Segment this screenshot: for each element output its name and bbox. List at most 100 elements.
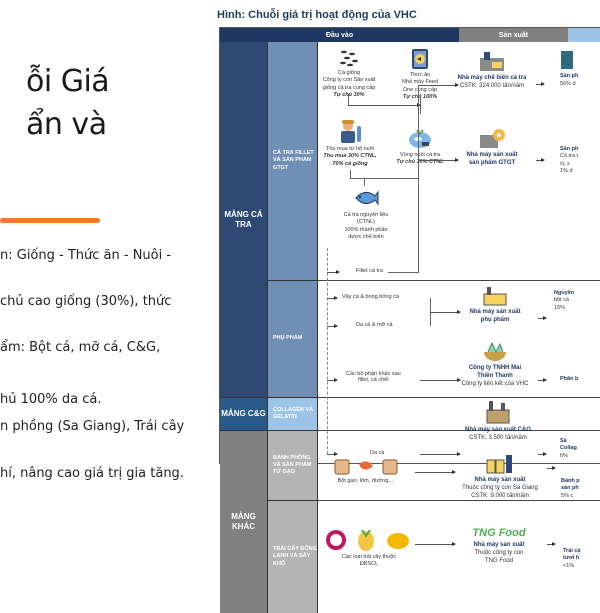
bullet-6: hí, nâng cao giá trị gia tăng. (0, 466, 184, 481)
connector-arrow (327, 452, 338, 456)
subsegment-collagen: COLLAGEN VÀ GELATIN (268, 397, 318, 430)
product-pack-icon (561, 51, 573, 69)
connector (348, 94, 349, 105)
thu-mua-title: Thu mua từ hộ nuôi (325, 146, 374, 152)
connector-arrow (420, 378, 461, 382)
header-input: Đầu vào (220, 28, 459, 42)
mai-thien-thanh-sub: Công ty liên kết của VHC (461, 381, 529, 388)
ca-giong-line1: Công ty con Sản xuất (322, 77, 376, 84)
ca-giong-title: Cá giống (337, 70, 361, 76)
sa-giang-name: Nhà máy sản xuất (474, 477, 526, 483)
compost-icon (484, 341, 506, 361)
input-ca-giong: Cá giống Công ty con Sản xuất giống cá t… (320, 48, 378, 100)
phu-pham-name-2: phụ phẩm (480, 317, 510, 324)
factory-sa-giang: Nhà máy sản xuất Thuộc công ty con Sa Gi… (455, 454, 545, 500)
connector-arrow (415, 542, 456, 546)
connector-arrow (536, 82, 545, 86)
segment-cg: MẢNG C&G (220, 397, 268, 430)
bullet-4: hủ 100% da cá. (0, 392, 102, 407)
output-banh-phong: Bánh p sản ph 5% c (561, 478, 580, 500)
output-phan-bon: Phân b (560, 376, 578, 383)
slide-text-panel: ỗi Giá ẩn và n: Giống - Thức ăn - Nuôi -… (0, 0, 215, 600)
subsegment-fillet: CÁ TRA FILLET VÀ SẢN PHẨM GTGT (268, 42, 318, 280)
mai-thien-thanh-name-2: Thiên Thanh (477, 373, 513, 380)
che-bien-name: Nhà máy chế biến cá tra (457, 75, 527, 81)
output-collagen: Sả Collag 6% (560, 438, 577, 460)
connector (388, 272, 418, 273)
bullet-3: ẩm: Bột cá, mỡ cá, C&G, (0, 340, 161, 355)
feed-bag-icon (412, 49, 428, 69)
fish-icon (355, 190, 379, 206)
value-chain-table: Đầu vào Sản xuất MẢNG CÁ TRA MẢNG C&G MẢ… (219, 27, 600, 613)
output-banh-line3: 5% c (561, 492, 574, 499)
slide-title-line-1: ỗi Giá (26, 64, 110, 99)
title-accent-bar (0, 218, 100, 223)
row-divider (318, 500, 600, 501)
tng-sub-2: TNG Food (484, 558, 513, 565)
row-divider (318, 430, 600, 431)
connector (350, 178, 418, 179)
output-gtgt-line3: vị, x (560, 160, 570, 167)
connector-arrow (538, 452, 547, 456)
factory-tng: TNG Food Nhà máy sản xuất Thuộc công ty … (459, 526, 539, 565)
trai-cay-line1: Các loại trái cây thuộc (341, 554, 397, 560)
connector-arrow (418, 158, 459, 162)
input-trai-cay: Các loại trái cây thuộc ĐBSCL (319, 526, 419, 569)
bo-phan-line1: Các bộ phận khác sau (346, 371, 401, 377)
bullet-2: chủ cao giống (30%), thức (0, 294, 172, 309)
factory-chimney-icon (486, 401, 510, 424)
gtgt-name-2: sản phẩm GTGT (468, 160, 516, 167)
connector (418, 85, 419, 273)
subsegment-banh-phong: BÁNH PHỒNG VÀ SẢN PHẨM TỪ GẠO (268, 430, 318, 500)
connector-arrow (538, 378, 547, 382)
output-gtgt-line1: Sản ph (560, 146, 579, 152)
factory-icon (486, 455, 512, 474)
factory-icon (483, 287, 507, 306)
output-fillet-line1: Sản ph (560, 73, 579, 80)
factory-gtgt: Nhà máy sản xuất sản phẩm GTGT (456, 125, 528, 167)
segment-catra: MẢNG CÁ TRA (220, 42, 268, 397)
subsegment-phu-pham: PHỤ PHẨM (268, 280, 318, 397)
connector-arrow (538, 316, 547, 320)
tng-food-logo: TNG Food (472, 527, 526, 539)
thu-mua-share-1: Thu mua 30% CTNL, (323, 153, 377, 160)
factory-mai-thien-thanh: Công ty TNHH Mai Thiên Thanh Công ty liê… (456, 340, 534, 388)
thuc-an-title: Thức ăn (409, 72, 431, 78)
tng-name: Nhà máy sản xuất (473, 541, 525, 548)
bullet-5: n phồng (Sa Giang), Trái cây (0, 419, 185, 434)
mai-thien-thanh-name-1: Công ty TNHH Mai (468, 365, 522, 371)
output-fillet-line2: 56% d (560, 80, 576, 87)
lower-rows: Bột gạo, tôm, đường,... Nhà máy sản xuất… (219, 455, 600, 600)
thuc-an-line2: One cung cấp (402, 86, 438, 93)
output-banh-line2: sản ph (561, 485, 579, 492)
bot-gao-label: Bột gạo, tôm, đường,... (337, 478, 395, 484)
che-bien-capacity: CSTK: 324.000 tấn/năm (459, 83, 525, 90)
output-phu-pham: Nguyên bột cá 15% (554, 290, 574, 312)
nguyen-lieu-line3: 100% thành phần (344, 226, 388, 233)
fruits-icon (326, 529, 409, 551)
connector-arrow (327, 378, 338, 382)
output-trai-cay-line2: tươi h (563, 555, 580, 562)
header-output (568, 28, 600, 42)
ca-giong-line2: giống cá tra cung cấp (322, 84, 376, 91)
factory-gear-icon (480, 129, 505, 148)
ca-giong-share: Tự chủ 30% (333, 92, 365, 99)
output-collagen-line1: Sả (560, 438, 567, 444)
output-collagen-line2: Collag (560, 445, 577, 452)
output-fillet: Sản ph 56% d (560, 50, 578, 88)
connector-arrow (420, 452, 461, 456)
output-phu-pham-line1: Nguyên (554, 290, 575, 296)
vung-nuoi-share: Tự chủ 70% CTNL (396, 159, 444, 166)
rice-shrimp-sugar-icon (334, 459, 398, 475)
output-gtgt-line2: Cá tra t (560, 153, 579, 160)
vay-ca-label: Vây cá & bong bóng cá (342, 294, 399, 300)
subsegment-trai-cay: TRÁI CÂY ĐÔNG LẠNH VÀ SẤY KHÔ (268, 500, 318, 613)
sa-giang-sub: Thuộc công ty con Sa Giang (462, 485, 538, 492)
tng-sub-1: Thuộc công ty con (474, 549, 524, 556)
fillet-label: Fillet cá tra (356, 268, 383, 274)
cg-capacity: CSTK: 3.500 tấn/năm (469, 435, 527, 442)
byproduct-flow-line (327, 248, 328, 454)
farmer-icon (341, 120, 361, 143)
connector-arrow (348, 103, 421, 107)
